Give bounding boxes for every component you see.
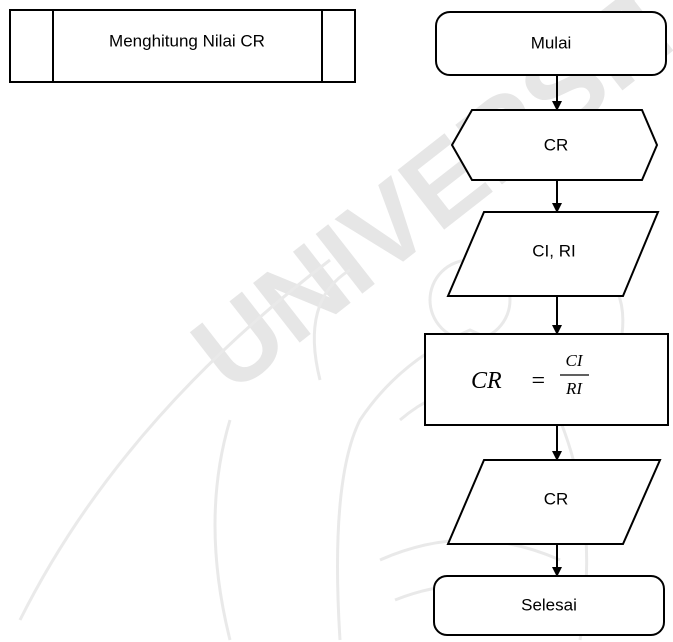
subprocess-label: Menghitung Nilai CR [109, 31, 265, 50]
formula-numerator: CI [566, 351, 584, 370]
input-parallelogram: CI, RI [446, 211, 660, 297]
output-parallelogram: CR [446, 459, 662, 545]
formula-denominator: RI [565, 379, 583, 398]
start-label: Mulai [531, 33, 572, 52]
formula-lhs: CR [471, 368, 502, 394]
end-label: Selesai [521, 595, 577, 614]
input-label: CI, RI [532, 241, 575, 260]
start-terminator: Mulai [435, 11, 667, 76]
preparation-hexagon: CR [450, 109, 659, 181]
output-label: CR [544, 489, 569, 508]
formula-equals: = [530, 368, 546, 394]
preparation-label: CR [544, 135, 569, 154]
subprocess-box: Menghitung Nilai CR [9, 9, 356, 83]
process-box: CR = CI RI [424, 333, 669, 426]
end-terminator: Selesai [433, 575, 665, 636]
